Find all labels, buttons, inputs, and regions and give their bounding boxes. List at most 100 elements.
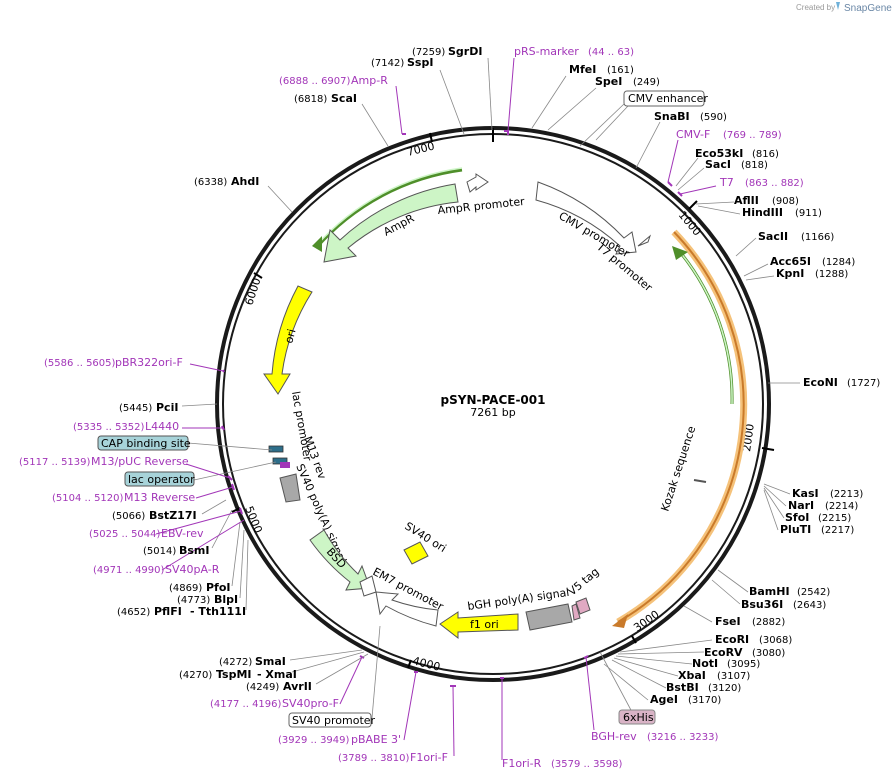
enzyme-pos: (3068) [759, 635, 792, 646]
lac-operator-box[interactable] [124, 471, 195, 487]
cmv-enhancer-box[interactable] [623, 90, 705, 107]
enzyme-pos: (6338) [194, 177, 227, 188]
enzyme-sfoi[interactable]: SfoI [785, 511, 809, 524]
v5-tag-feature[interactable] [575, 597, 591, 615]
enzyme-pos: (2542) [797, 587, 830, 598]
primer-f1ori-f[interactable]: F1ori-F [410, 751, 448, 764]
ampr-promoter-feature[interactable] [466, 173, 489, 193]
enzyme-nari[interactable]: NarI [788, 499, 814, 512]
enzyme-leader-lines [181, 57, 800, 701]
lac-operator-label: lac operator [128, 473, 195, 486]
cmv-promoter-feature[interactable] [535, 181, 637, 255]
ori-feature[interactable] [263, 285, 313, 395]
enzyme-kasi[interactable]: KasI [792, 487, 819, 500]
primer-leader-lines [155, 57, 717, 760]
enzyme-scai[interactable]: ScaI [331, 92, 357, 105]
enzyme-pos: (4869) [169, 583, 202, 594]
primer-pos: (5586 .. 5605) [44, 358, 116, 369]
enzyme-fsei[interactable]: FseI [715, 615, 741, 628]
enzyme-avrii[interactable]: AvrII [283, 680, 312, 693]
enzyme-bsmi[interactable]: BsmI [179, 544, 210, 557]
enzyme-pos: (2217) [821, 525, 854, 536]
f1-ori-feature[interactable] [439, 611, 519, 640]
enzyme-pos: (4773) [177, 595, 210, 606]
enzyme-mfei[interactable]: MfeI [569, 63, 596, 76]
enzyme-agei[interactable]: AgeI [650, 693, 678, 706]
enzyme-ecorv[interactable]: EcoRV [704, 646, 743, 659]
enzyme-xbai[interactable]: XbaI [678, 669, 706, 682]
enzyme-bstbi[interactable]: BstBI [666, 681, 699, 694]
primer-bgh-rev[interactable]: BGH-rev [591, 730, 637, 743]
enzyme-aflii[interactable]: AflII [734, 194, 759, 207]
primer-pos: (5025 .. 5044) [89, 529, 161, 540]
enzyme-sacii[interactable]: SacII [758, 230, 788, 243]
enzyme-pluti[interactable]: PluTI [780, 523, 811, 536]
primer-t7[interactable]: T7 [719, 176, 734, 189]
enzyme-tspmi[interactable]: TspMI [216, 668, 252, 681]
enzyme-blpi[interactable]: BlpI [214, 593, 238, 606]
cap-site-feature[interactable] [268, 445, 284, 453]
primer-pbr322ori-f[interactable]: pBR322ori-F [115, 356, 183, 369]
primer-l4440[interactable]: L4440 [145, 420, 179, 433]
enzyme-pos: (6818) [294, 94, 327, 105]
m13-rev-feature[interactable] [280, 462, 290, 468]
enzyme-smai[interactable]: SmaI [255, 655, 286, 668]
bsd-feature[interactable] [309, 529, 371, 591]
t7-promoter-feature[interactable] [637, 234, 652, 247]
sv40-promoter-box[interactable] [288, 712, 372, 728]
enzyme-hindiii[interactable]: HindIII [742, 206, 783, 219]
enzyme-bstz17i[interactable]: BstZ17I [149, 509, 197, 522]
enzyme-kpni[interactable]: KpnI [776, 267, 804, 280]
primer-pos: (3929 .. 3949) [278, 735, 350, 746]
enzyme-xmai[interactable]: - XmaI [257, 668, 297, 681]
snapgene-brand[interactable]: SnapGene [844, 3, 892, 14]
sv40-polya-feature[interactable] [279, 473, 301, 503]
enzyme-sspi[interactable]: SspI [407, 56, 433, 69]
enzyme-bamhi[interactable]: BamHI [749, 585, 790, 598]
enzyme-eco53ki[interactable]: Eco53kI [695, 147, 743, 160]
ampr-feature[interactable] [323, 183, 459, 263]
primer-pos: (3579 .. 3598) [551, 759, 623, 770]
primer-sv40pro-f[interactable]: SV40pro-F [282, 697, 339, 710]
enzyme-pfoi[interactable]: PfoI [206, 581, 231, 594]
enzyme-pos: (818) [741, 160, 768, 171]
enzyme-econi[interactable]: EcoNI [803, 376, 838, 389]
enzyme-ecori[interactable]: EcoRI [715, 633, 749, 646]
enzyme-pflfi[interactable]: PflFI [154, 605, 182, 618]
primer-sv40pa-r[interactable]: SV40pA-R [165, 563, 220, 576]
em7-promoter-feature[interactable] [375, 591, 439, 627]
enzyme-noti[interactable]: NotI [692, 657, 718, 670]
primer-prs-marker[interactable]: pRS-marker [514, 45, 579, 58]
enzyme-bsu36i[interactable]: Bsu36I [741, 598, 783, 611]
primer-amp-r[interactable]: Amp-R [351, 74, 388, 87]
enzyme-ahdi[interactable]: AhdI [231, 175, 259, 188]
primer-pbabe-3[interactable]: pBABE 3' [351, 733, 401, 746]
enzyme-acc65i[interactable]: Acc65I [770, 255, 811, 268]
bgh-polya-feature[interactable] [525, 603, 573, 631]
enzyme-pos: (2643) [793, 600, 826, 611]
primer-ebv-rev[interactable]: EBV-rev [161, 527, 204, 540]
kozak-feature[interactable] [693, 479, 707, 483]
enzyme-tth111i[interactable]: - Tth111I [190, 605, 246, 618]
primer-m13-reverse[interactable]: M13 Reverse [124, 491, 195, 504]
enzyme-pos: (2215) [818, 513, 851, 524]
snapgene-logo-icon [836, 2, 840, 10]
primer-pos: (769 .. 789) [723, 130, 782, 141]
enzyme-pos: (908) [772, 196, 799, 207]
primer-pos: (4971 .. 4990) [93, 565, 165, 576]
enzyme-spei[interactable]: SpeI [595, 75, 622, 88]
enzyme-saci[interactable]: SacI [705, 158, 731, 171]
primer-f1ori-r[interactable]: F1ori-R [502, 757, 542, 770]
tick-marks [231, 132, 775, 669]
enzyme-pos: (911) [795, 208, 822, 219]
primer-cmv-f[interactable]: CMV-F [676, 128, 710, 141]
cap-binding-site-box[interactable] [97, 435, 189, 451]
enzyme-snabi[interactable]: SnaBI [654, 110, 690, 123]
enzyme-sgrdi[interactable]: SgrDI [448, 45, 482, 58]
amp-orf-arrow [312, 236, 322, 252]
6xhis-box[interactable] [618, 709, 656, 725]
primer-m13-puc-reverse[interactable]: M13/pUC Reverse [91, 455, 189, 468]
primer-pos: (863 .. 882) [745, 178, 804, 189]
enzyme-pcii[interactable]: PciI [156, 401, 178, 414]
sv40-ori-feature[interactable] [403, 541, 429, 565]
